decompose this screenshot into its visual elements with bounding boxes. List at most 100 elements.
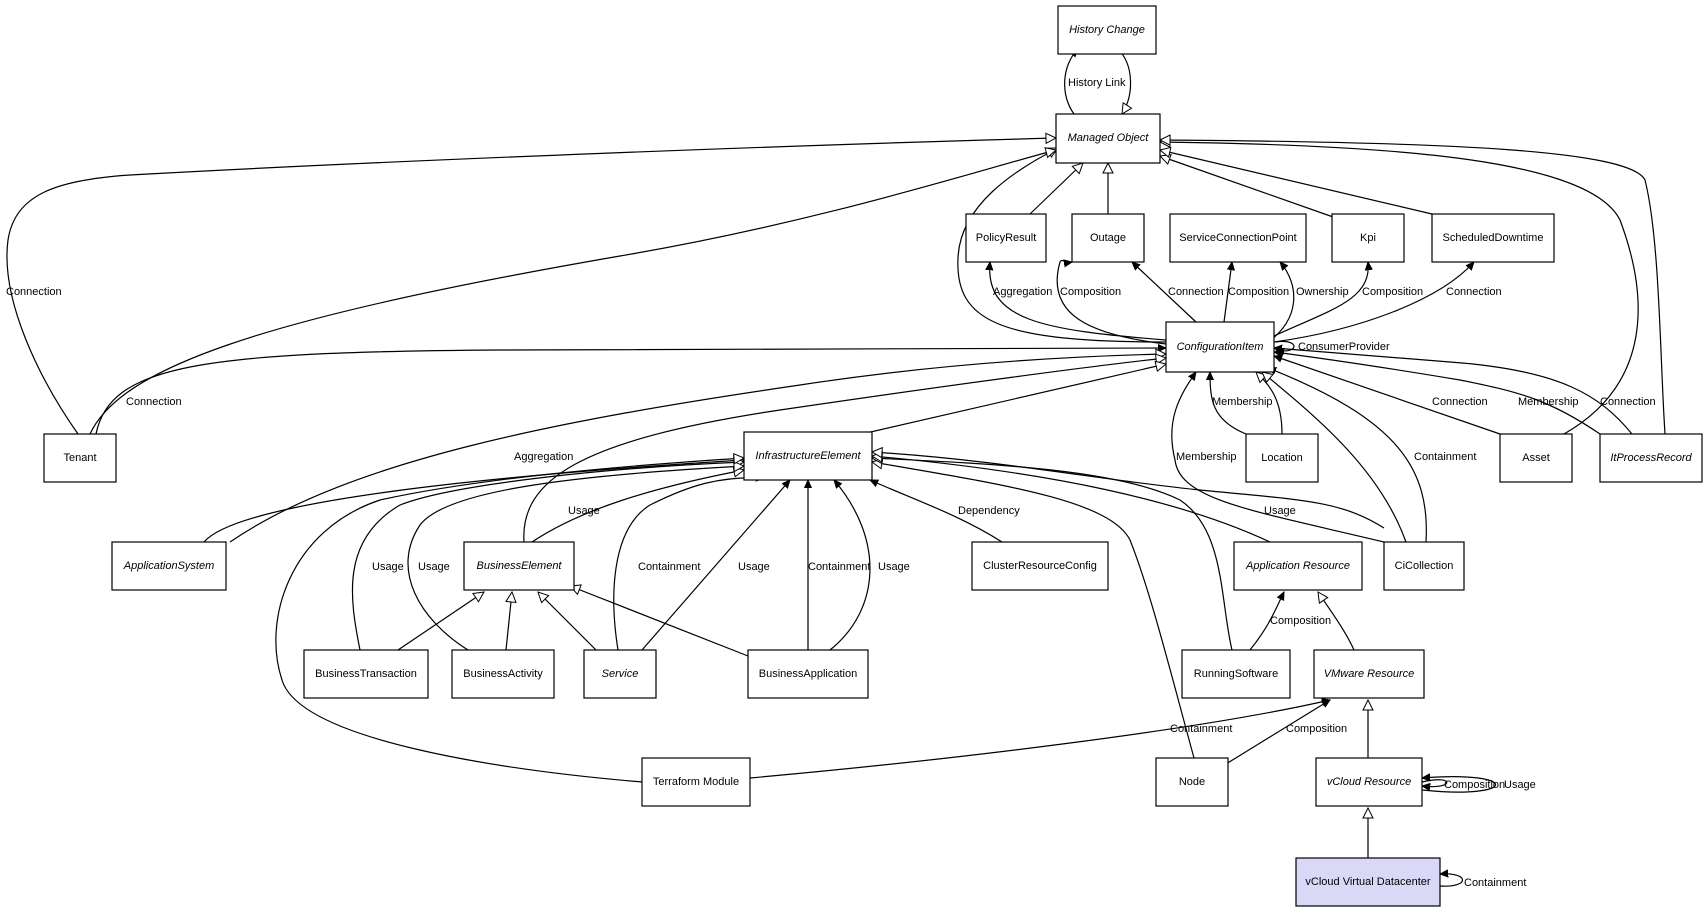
node-policy-result[interactable]: PolicyResult <box>965 213 1047 263</box>
edge-cicoll-ci-containment <box>1268 368 1427 543</box>
edge-bapp-ie-usage <box>829 480 871 651</box>
edge-tenant-mo-connection <box>6 138 1056 435</box>
node-vcloud-virtual-datacenter[interactable]: vCloud Virtual Datacenter <box>1295 857 1441 907</box>
edge-location-ci <box>1256 372 1283 435</box>
edge-ci-sched <box>1273 262 1474 343</box>
edge-ci-outage-composition <box>1056 260 1167 345</box>
edge-ba-be <box>506 592 512 651</box>
svg-text:Outage: Outage <box>1090 232 1126 244</box>
node-managed-object[interactable]: Managed Object <box>1055 113 1161 164</box>
node-application-resource[interactable]: Application Resource <box>1233 541 1363 591</box>
node-vmware-resource[interactable]: VMware Resource <box>1313 649 1425 699</box>
edge-cicoll-ie <box>872 452 1385 529</box>
edge-label-history-link: History Link <box>1068 77 1126 89</box>
node-location[interactable]: Location <box>1245 433 1319 483</box>
edge-tm-vmw <box>749 700 1330 779</box>
node-infrastructure-element[interactable]: InfrastructureElement <box>743 431 873 481</box>
edge-asset-ci <box>1274 356 1501 435</box>
node-terraform-module[interactable]: Terraform Module <box>641 757 751 807</box>
edge-label-bapp-ie-containment: Containment <box>808 561 870 573</box>
edge-cicoll-ci-membership <box>1171 372 1385 543</box>
edge-label-be-ie-usage: Usage <box>568 505 600 517</box>
edge-tm-ie <box>275 458 744 783</box>
edge-ci-mo <box>957 147 1167 343</box>
node-business-activity[interactable]: BusinessActivity <box>451 649 555 699</box>
node-tenant[interactable]: Tenant <box>43 433 117 483</box>
svg-text:VMware Resource: VMware Resource <box>1324 668 1414 680</box>
svg-text:ServiceConnectionPoint: ServiceConnectionPoint <box>1179 232 1296 244</box>
svg-text:PolicyResult: PolicyResult <box>976 232 1037 244</box>
node-ci-collection[interactable]: CiCollection <box>1383 541 1465 591</box>
edge-label-ci-scp-composition: Composition <box>1228 286 1289 298</box>
edge-asset-mo <box>1160 142 1639 435</box>
node-outage[interactable]: Outage <box>1071 213 1145 263</box>
edge-label-itpr-ci-connection: Connection <box>1600 396 1656 408</box>
node-scheduled-downtime[interactable]: ScheduledDowntime <box>1431 213 1555 263</box>
node-service-connection-point[interactable]: ServiceConnectionPoint <box>1169 213 1307 263</box>
edge-sched-mo <box>1160 150 1433 215</box>
edge-vmw-ar <box>1318 592 1355 651</box>
node-cluster-resource-config[interactable]: ClusterResourceConfig <box>971 541 1109 591</box>
edge-label-ci-location-membership: Membership <box>1212 396 1273 408</box>
edge-ar-ie <box>872 456 1271 543</box>
svg-text:BusinessTransaction: BusinessTransaction <box>315 668 417 680</box>
edge-itpr-ci-membership <box>1274 352 1601 435</box>
svg-text:BusinessActivity: BusinessActivity <box>463 668 543 680</box>
edge-label-ci-consumer-provider: ConsumerProvider <box>1298 341 1390 353</box>
node-service[interactable]: Service <box>583 649 657 699</box>
svg-text:ClusterResourceConfig: ClusterResourceConfig <box>983 560 1097 572</box>
edge-ci-kpi <box>1273 262 1368 337</box>
node-application-system[interactable]: ApplicationSystem <box>111 541 227 591</box>
edge-tenant-ci <box>95 348 1166 435</box>
node-configuration-item[interactable]: ConfigurationItem <box>1165 321 1275 373</box>
node-vcloud-resource[interactable]: vCloud Resource <box>1315 757 1423 807</box>
edge-label-vcr-self-composition: Composition <box>1444 779 1505 791</box>
edge-label-ci-sched-connection: Connection <box>1446 286 1502 298</box>
edge-rs-ie <box>872 458 1233 651</box>
node-business-element[interactable]: BusinessElement <box>463 541 575 591</box>
svg-text:Service: Service <box>602 668 639 680</box>
svg-text:BusinessElement: BusinessElement <box>477 560 563 572</box>
node-history-change[interactable]: History Change <box>1057 5 1157 55</box>
edge-label-tenant-ci-connection: Connection <box>126 396 182 408</box>
edge-label-asset-ci-connection: Connection <box>1432 396 1488 408</box>
edge-vcr-self-usage <box>1422 777 1497 793</box>
edge-service-ie-usage <box>641 480 790 651</box>
node-running-software[interactable]: RunningSoftware <box>1181 649 1291 699</box>
edge-label-tm-vmw-containment: Containment <box>1170 723 1232 735</box>
node-kpi[interactable]: Kpi <box>1331 213 1405 263</box>
svg-text:History Change: History Change <box>1069 24 1145 36</box>
edge-policy-mo <box>1029 163 1083 215</box>
edge-itpr-ci-connection <box>1274 348 1633 435</box>
edge-label-vcvd-self-containment: Containment <box>1464 877 1526 889</box>
edge-service-be <box>538 592 597 651</box>
edge-node-vmw <box>1225 700 1330 765</box>
edge-label-crc-ie-dependency: Dependency <box>958 505 1020 517</box>
edge-appsys-ie <box>203 460 744 543</box>
node-node[interactable]: Node <box>1155 757 1229 807</box>
node-business-transaction[interactable]: BusinessTransaction <box>303 649 429 699</box>
edge-label-ba-ie-usage: Usage <box>418 561 450 573</box>
svg-text:ItProcessRecord: ItProcessRecord <box>1610 452 1692 464</box>
edge-label-vcr-self-usage: Usage <box>1504 779 1536 791</box>
edge-label-tenant-mo-connection: Connection <box>6 286 62 298</box>
edge-node-ie <box>872 462 1195 759</box>
svg-text:Terraform Module: Terraform Module <box>653 776 739 788</box>
edge-appsys-ci <box>229 354 1166 543</box>
node-it-process-record[interactable]: ItProcessRecord <box>1599 433 1703 483</box>
edge-bt-be <box>397 592 484 651</box>
svg-text:Kpi: Kpi <box>1360 232 1376 244</box>
svg-text:InfrastructureElement: InfrastructureElement <box>755 450 861 462</box>
svg-text:ConfigurationItem: ConfigurationItem <box>1177 341 1264 353</box>
node-asset[interactable]: Asset <box>1499 433 1573 483</box>
edge-label-ci-scp-ownership: Ownership <box>1296 286 1349 298</box>
svg-text:BusinessApplication: BusinessApplication <box>759 668 857 680</box>
edge-label-bt-ie-usage: Usage <box>372 561 404 573</box>
svg-text:Application Resource: Application Resource <box>1245 560 1350 572</box>
edge-rs-ar <box>1249 592 1285 651</box>
edge-label-service-ie-containment: Containment <box>638 561 700 573</box>
edge-bapp-be <box>570 586 749 657</box>
node-business-application[interactable]: BusinessApplication <box>747 649 869 699</box>
edge-vcr-self-composition <box>1422 779 1448 787</box>
